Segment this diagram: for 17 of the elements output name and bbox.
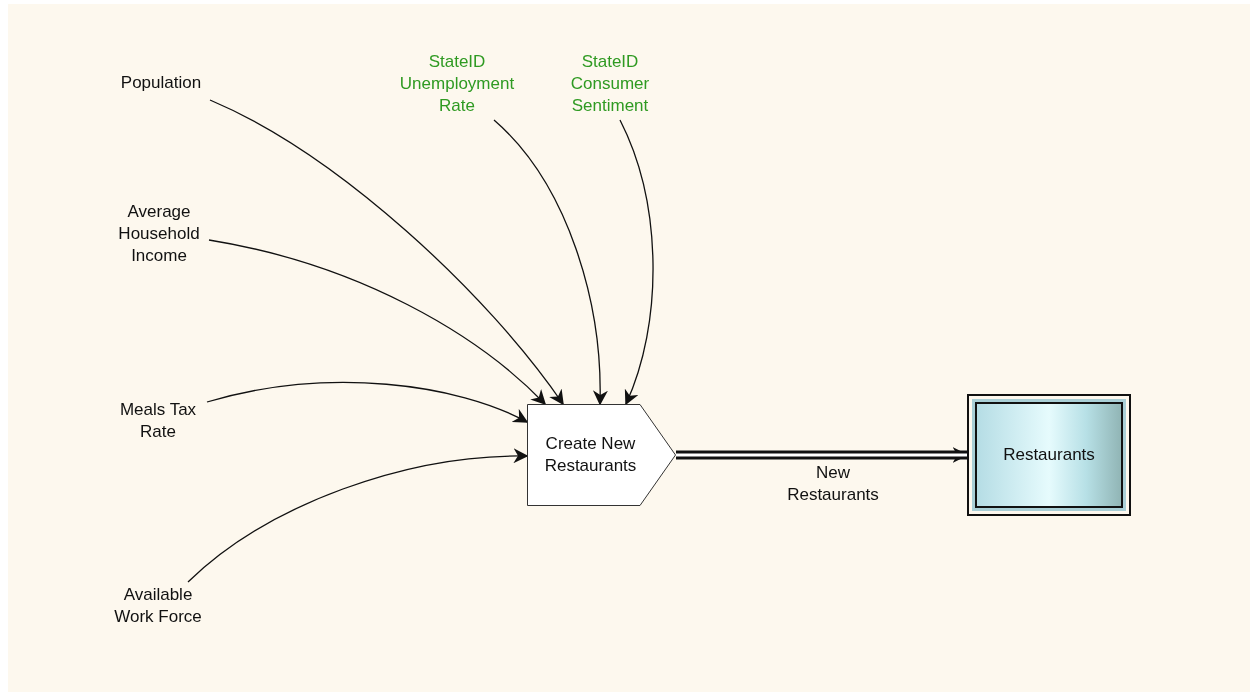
flow-pipe-arrow: [676, 447, 969, 463]
variable-label: StateID Unemployment Rate: [388, 50, 526, 118]
variable-label: Population: [112, 70, 210, 96]
variable-label: Average Household Income: [109, 200, 209, 268]
process-label: Create New Restaurants: [543, 433, 638, 477]
variable-label: StateID Consumer Sentiment: [561, 50, 659, 118]
arrow: [209, 99, 564, 406]
stock-label: Restaurants: [1003, 445, 1095, 465]
arrow: [208, 239, 547, 406]
variable-label: Available Work Force: [103, 582, 213, 630]
arrow: [187, 448, 529, 583]
arrow: [206, 382, 529, 423]
stock-box: [967, 394, 1131, 516]
edge-label: New Restaurants: [786, 462, 880, 506]
arrow: [619, 119, 654, 406]
arrow: [493, 119, 608, 406]
variable-label: Meals Tax Rate: [109, 397, 207, 445]
